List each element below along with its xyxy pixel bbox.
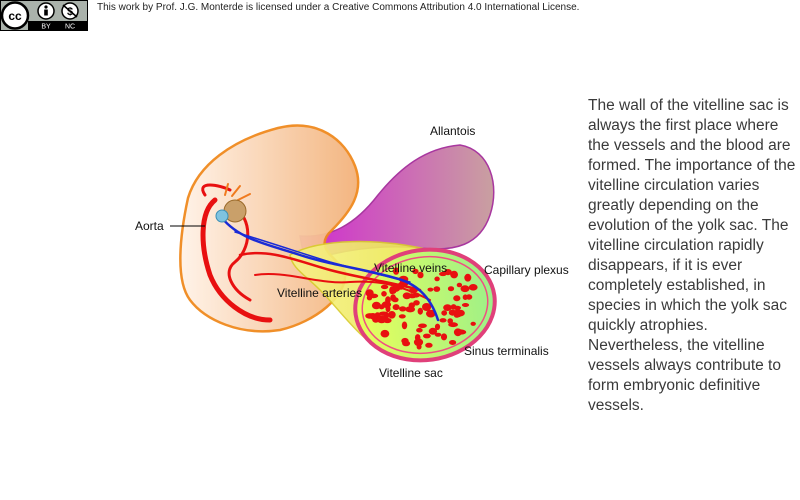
blood-island xyxy=(433,286,441,292)
blood-island xyxy=(422,303,432,311)
label-sinus-terminalis: Sinus terminalis xyxy=(464,344,549,358)
license-text[interactable]: This work by Prof. J.G. Monterde is lice… xyxy=(97,2,580,13)
blood-island xyxy=(450,270,458,279)
blood-island xyxy=(413,300,420,306)
blood-island xyxy=(380,329,390,338)
blood-island xyxy=(468,284,478,291)
blood-island xyxy=(401,337,409,344)
blood-island xyxy=(454,309,462,317)
blood-island xyxy=(434,323,441,330)
blood-island xyxy=(389,286,395,295)
blood-island xyxy=(440,333,448,341)
blood-island xyxy=(393,267,400,275)
blood-islands xyxy=(365,267,478,350)
blood-island xyxy=(461,303,470,307)
blood-island xyxy=(443,304,452,311)
badge-cc-text: cc xyxy=(8,9,22,23)
cc-icon xyxy=(0,1,30,30)
blood-island xyxy=(453,295,461,302)
blood-island xyxy=(417,307,423,315)
blood-island xyxy=(453,328,462,337)
blood-island xyxy=(412,268,419,275)
blood-island xyxy=(402,292,412,300)
blood-island xyxy=(381,291,387,297)
blood-island xyxy=(398,314,406,319)
blood-island xyxy=(380,284,389,290)
badge-by-text: BY xyxy=(41,24,51,31)
blood-island xyxy=(417,271,424,279)
blood-island xyxy=(401,321,408,330)
blood-island xyxy=(428,327,438,335)
svg-text:$: $ xyxy=(67,6,73,18)
blood-island xyxy=(381,301,392,308)
blood-island xyxy=(427,287,434,292)
blood-island xyxy=(448,309,457,316)
blood-island xyxy=(376,315,387,324)
aorta-vessel xyxy=(200,197,273,323)
label-aorta: Aorta xyxy=(135,219,164,233)
blood-island xyxy=(365,289,374,297)
label-vitelline-arteries: Vitelline arteries xyxy=(277,286,362,300)
description-paragraph: The wall of the vitelline sac is always … xyxy=(588,97,796,414)
blood-island xyxy=(370,315,378,320)
blood-island xyxy=(441,310,448,316)
cc-by-nc-badge[interactable]: cc $ BY NC xyxy=(0,0,88,31)
blood-island xyxy=(439,271,447,277)
blood-island xyxy=(414,334,421,341)
vitelline-artery-vessel xyxy=(238,251,422,292)
embryo-vessels xyxy=(200,183,440,323)
blood-island xyxy=(434,332,442,337)
blood-island xyxy=(447,318,454,324)
blood-island xyxy=(399,306,407,312)
blood-island xyxy=(450,304,457,310)
blood-island xyxy=(456,282,463,288)
blood-island xyxy=(416,327,423,333)
blood-island xyxy=(465,294,473,300)
blood-island xyxy=(470,321,476,326)
blood-island xyxy=(405,306,416,313)
badge-strip xyxy=(28,21,87,30)
badge-nc-text: NC xyxy=(65,24,75,31)
sinus-terminalis-ring xyxy=(361,255,489,355)
sinus-venosus xyxy=(215,209,229,223)
blood-island xyxy=(388,311,396,319)
label-capillary-plexus: Capillary plexus xyxy=(484,263,569,277)
blood-island xyxy=(391,297,399,303)
blood-island xyxy=(464,273,472,282)
blood-island xyxy=(447,286,455,292)
label-allantois: Allantois xyxy=(430,124,475,138)
blood-island xyxy=(416,344,422,350)
blood-island xyxy=(423,333,431,339)
blood-island xyxy=(439,318,447,323)
blood-island xyxy=(449,340,457,345)
blood-island xyxy=(425,342,433,348)
blood-island xyxy=(460,285,470,293)
blood-island xyxy=(392,304,400,311)
label-vitelline-veins: Vitelline veins xyxy=(374,261,447,275)
blood-island xyxy=(427,310,434,315)
blood-island xyxy=(434,276,440,282)
label-vitelline-sac: Vitelline sac xyxy=(379,366,443,380)
blood-island xyxy=(378,311,389,316)
blood-island xyxy=(366,295,373,301)
blood-island xyxy=(371,301,381,310)
blood-island xyxy=(418,323,427,329)
